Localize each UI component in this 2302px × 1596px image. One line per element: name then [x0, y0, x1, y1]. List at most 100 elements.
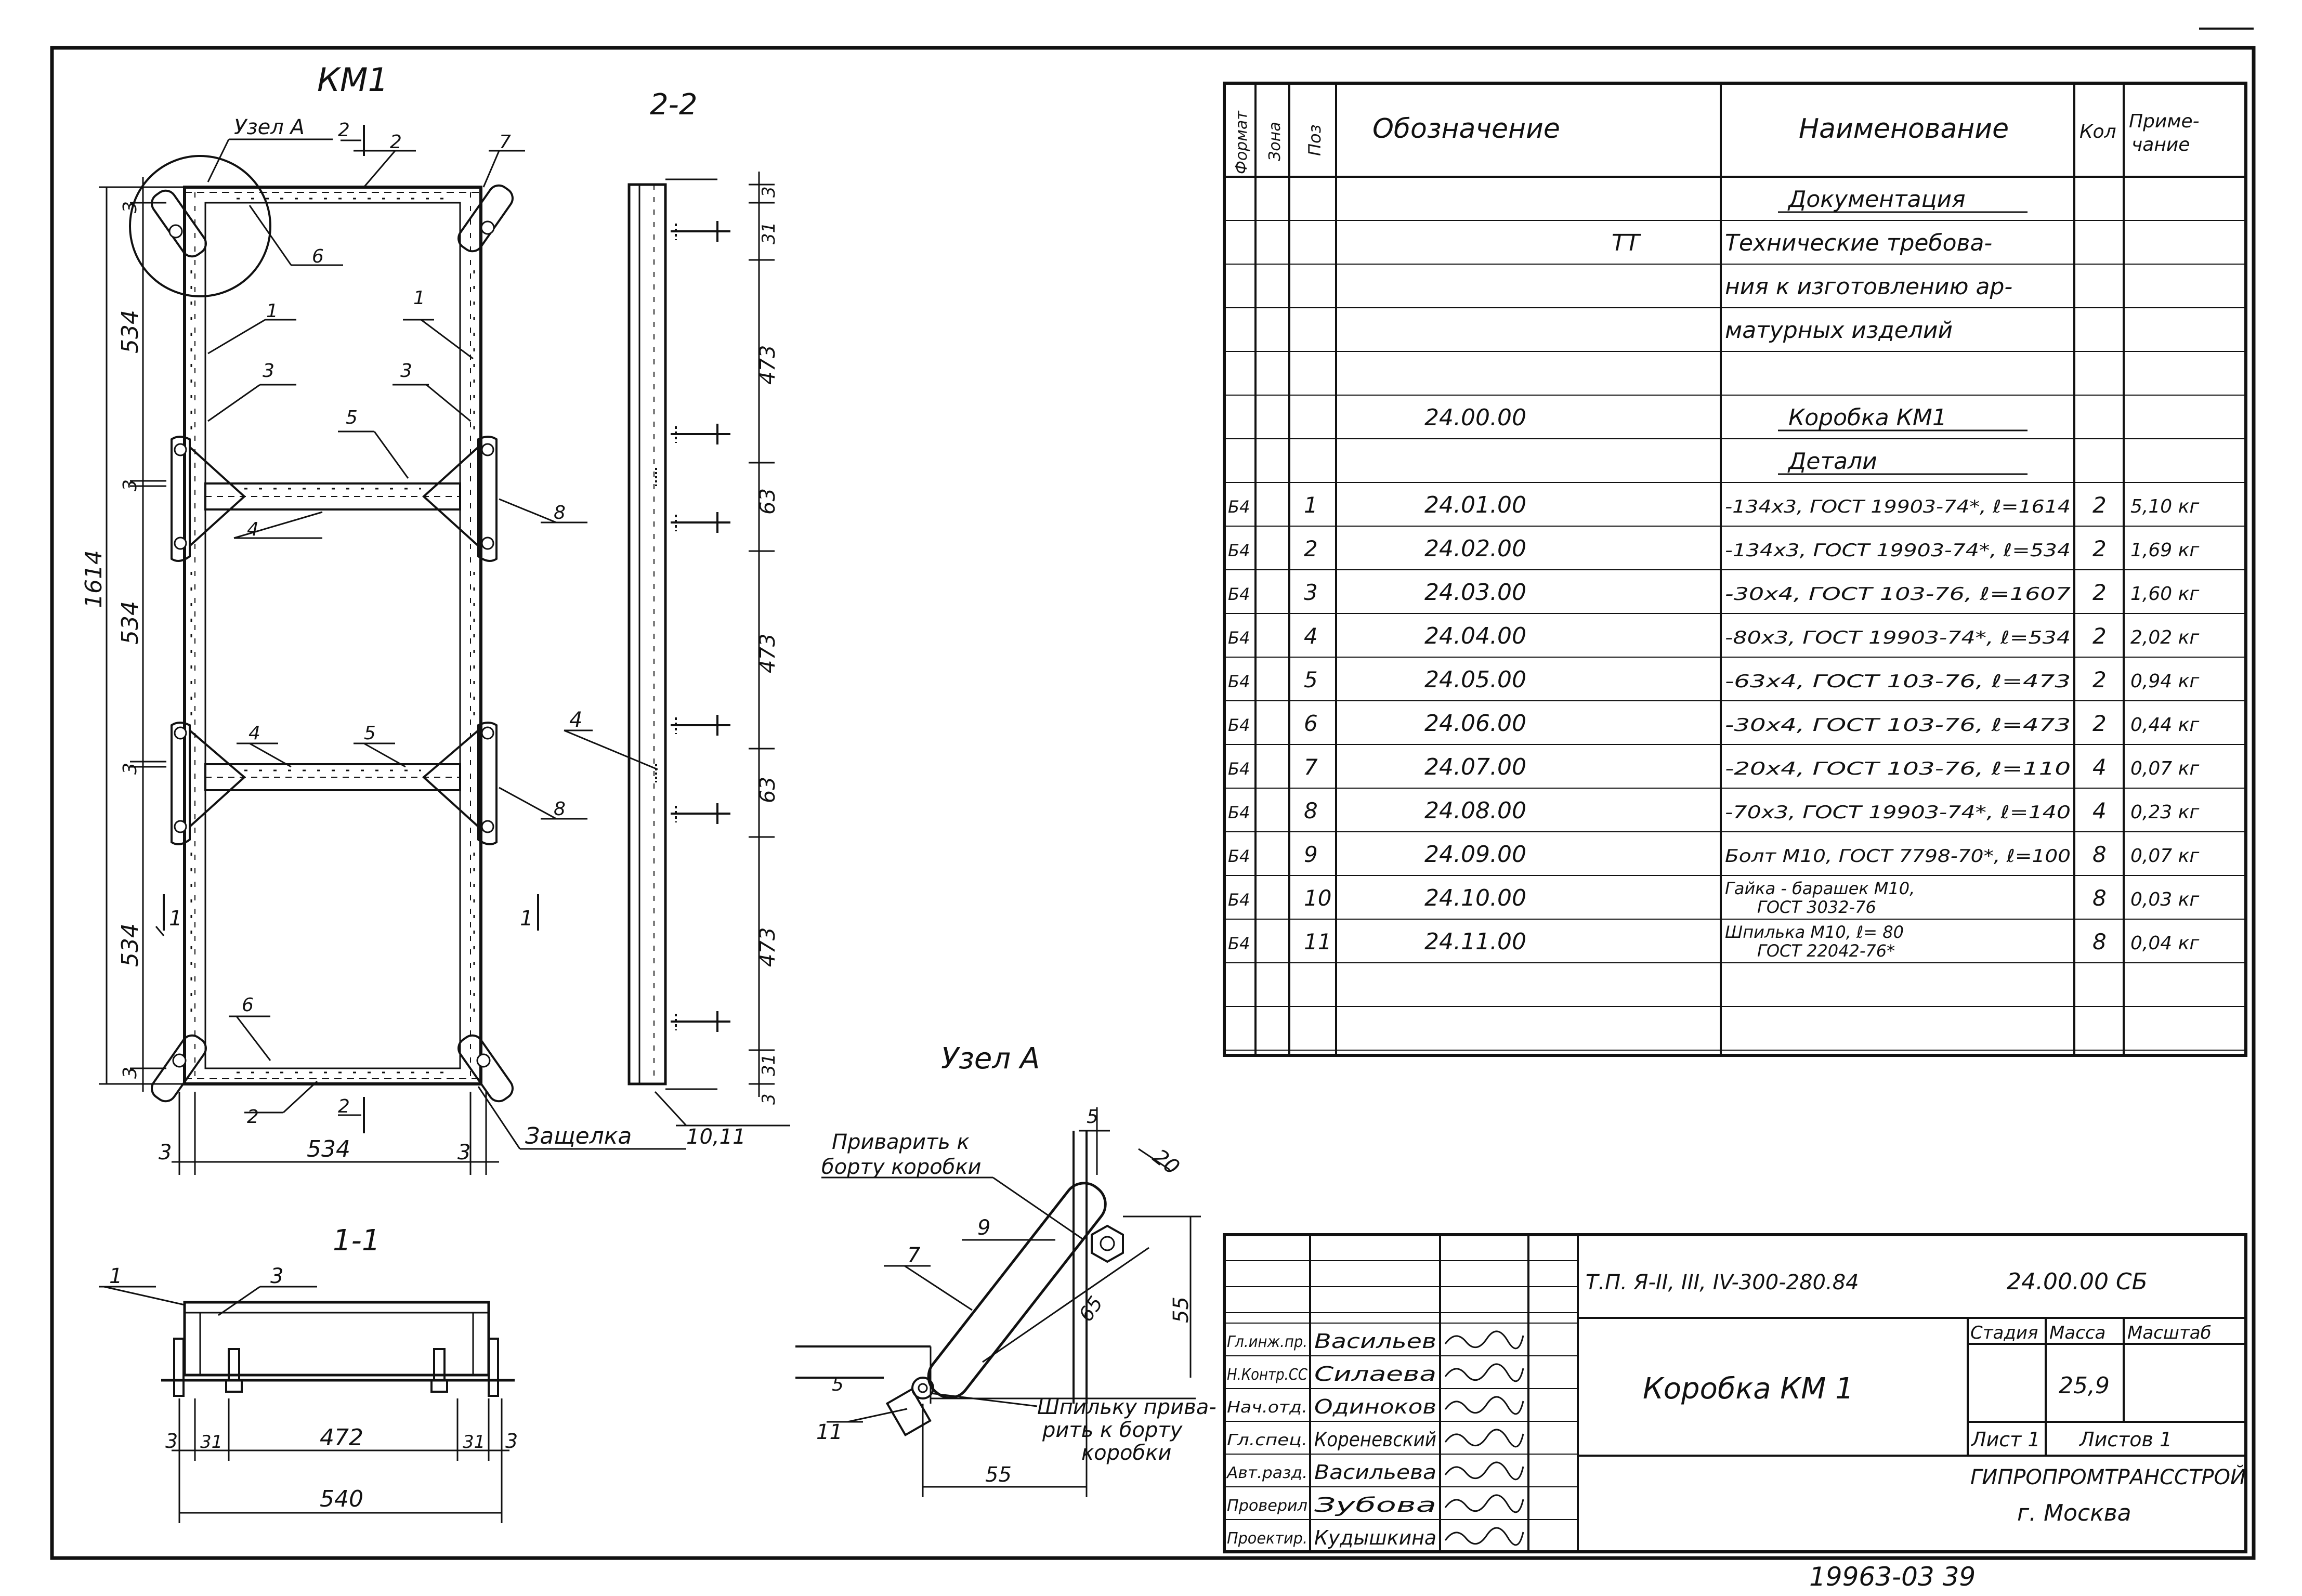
title-block-org-line-1: ГИПРОПРОМТРАНССТРОЙ	[1970, 1464, 2246, 1489]
part-row-qty: 8	[2092, 842, 2107, 867]
title-block-scale-header: Масштаб	[2127, 1323, 2212, 1343]
sec22-dim-31-bottom: 31	[758, 1054, 779, 1076]
part-row-name: -80х3, ГОСТ 19903-74*, ℓ=534	[1725, 627, 2071, 648]
part-row-pos: 7	[1304, 754, 1318, 780]
part-row-pos: 2	[1304, 536, 1318, 561]
label-pos-1-left: 1	[266, 300, 278, 322]
dim-3-bottom-left: 3	[159, 1141, 172, 1165]
section-mark-1-left: 1	[169, 907, 182, 931]
part-row-name: -63х4, ГОСТ 103-76, ℓ=473	[1725, 671, 2071, 692]
section-1-1-title: 1-1	[333, 1224, 380, 1258]
label-pos-4-upper: 4	[247, 519, 259, 540]
part-row-note: 1,69 кг	[2130, 540, 2200, 561]
part-row-note: 0,44 кг	[2130, 714, 2200, 736]
dim-534-width: 534	[307, 1136, 350, 1162]
sec11-label-pos-3: 3	[270, 1264, 283, 1288]
sec22-label-pos-4: 4	[569, 708, 582, 732]
sec22-dim-473-a: 473	[756, 345, 780, 385]
label-pos-8-lower: 8	[554, 799, 566, 820]
weld-note-2-line-3: коробки	[1081, 1441, 1171, 1465]
part-row-designation: 24.04.00	[1424, 623, 1526, 649]
signature-scribble	[1444, 1494, 1524, 1513]
doc-row-name: матурных изделий	[1725, 317, 1953, 344]
dim-3-top: 3	[120, 201, 141, 213]
part-row-format: Б4	[1228, 497, 1250, 517]
label-pos-1-right: 1	[413, 287, 425, 309]
spec-header-name: Наименование	[1799, 113, 2009, 145]
signer-role: Н.Контр.СС	[1227, 1366, 1307, 1384]
part-row-pos: 4	[1304, 623, 1318, 649]
sec22-dim-3-bottom: 3	[758, 1093, 779, 1105]
label-pos-6-bottom: 6	[242, 995, 254, 1016]
part-row-format: Б4	[1228, 846, 1250, 866]
sec22-dim-473-c: 473	[756, 927, 780, 967]
section-2-2-title: 2-2	[650, 88, 697, 122]
dim-3-mid-lower: 3	[120, 763, 141, 775]
part-row-qty: 2	[2092, 711, 2107, 736]
node-dim-65: 65	[1074, 1292, 1107, 1326]
part-row-format: Б4	[1228, 584, 1250, 604]
sec22-dim-31-top: 31	[758, 222, 779, 244]
signature-scribble	[1444, 1461, 1524, 1481]
label-pos-6-top: 6	[312, 246, 324, 267]
main-title: КМ1	[317, 61, 388, 99]
signature-scribble	[1444, 1527, 1524, 1546]
sec22-dim-473-b: 473	[756, 634, 780, 673]
title-block-org-line-2: г. Москва	[2017, 1500, 2131, 1526]
title-block-project: Т.П. Я-II, III, IV-300-280.84	[1586, 1271, 1859, 1294]
part-row-format: Б4	[1228, 541, 1250, 560]
signature-scribble	[1444, 1363, 1524, 1382]
signer-role: Проверил	[1227, 1497, 1307, 1515]
doc-row-designation: 24.00.00	[1424, 404, 1526, 431]
part-row-pos: 9	[1304, 842, 1318, 867]
node-a-title: Узел А	[941, 1042, 1040, 1076]
label-pos-7-top: 7	[499, 132, 511, 153]
sec22-label-pos-10-11: 10,11	[686, 1125, 746, 1149]
title-block-code: 24.00.00 СБ	[2007, 1268, 2148, 1295]
part-row-format: Б4	[1228, 890, 1250, 910]
title-block-product: Коробка КМ 1	[1643, 1372, 1854, 1406]
part-row-format: Б4	[1228, 759, 1250, 779]
node-a-detail: Узел А Приварить к борту коробки	[795, 1042, 1217, 1497]
part-row-designation: 24.10.00	[1424, 885, 1526, 911]
sec11-dim-31-right: 31	[463, 1432, 485, 1453]
part-row-note: 5,10 кг	[2130, 496, 2200, 517]
spec-header-format: Формат	[1233, 110, 1251, 174]
dim-534-bottom: 534	[117, 923, 143, 967]
part-row-qty: 2	[2092, 623, 2107, 649]
part-row-qty: 2	[2092, 492, 2107, 518]
part-row-designation: 24.07.00	[1424, 754, 1526, 780]
doc-row-name: Детали	[1787, 448, 1877, 475]
part-row-name-line-1: Шпилька М10, ℓ= 80	[1725, 922, 1904, 942]
signer-role: Гл.инж.пр.	[1227, 1333, 1307, 1351]
part-row-qty: 8	[2092, 885, 2107, 911]
dim-534-mid: 534	[117, 601, 143, 645]
part-row-note: 1,60 кг	[2130, 583, 2200, 605]
dim-3-bottom: 3	[120, 1067, 141, 1079]
title-block-sheets: Листов 1	[2078, 1428, 2172, 1451]
part-row-format: Б4	[1228, 934, 1250, 953]
latch-label: Защелка	[525, 1123, 632, 1149]
part-row-name: -134х3, ГОСТ 19903-74*, ℓ=534	[1725, 540, 2071, 561]
part-row-note: 0,03 кг	[2130, 889, 2200, 910]
signer-role: Авт.разд.	[1226, 1464, 1307, 1482]
sec11-dim-3-left: 3	[165, 1430, 178, 1453]
part-row-name: -70х3, ГОСТ 19903-74*, ℓ=140	[1725, 802, 2071, 823]
spec-header-pos: Поз	[1305, 124, 1325, 156]
part-row-designation: 24.02.00	[1424, 535, 1526, 562]
node-a-reference: Узел А	[234, 115, 305, 139]
part-row-name-line-2: ГОСТ 22042-76*	[1757, 941, 1895, 961]
doc-row-name: ния к изготовлению ар-	[1725, 273, 2012, 300]
node-dim-55-horizontal: 55	[985, 1463, 1012, 1487]
sec11-dim-3-right: 3	[505, 1430, 518, 1453]
part-row-designation: 24.08.00	[1424, 797, 1526, 824]
node-dim-55-vertical: 55	[1169, 1297, 1193, 1323]
part-row-qty: 2	[2092, 580, 2107, 605]
signer-name: Зубова	[1314, 1494, 1436, 1516]
part-row-format: Б4	[1228, 715, 1250, 735]
part-row-designation: 24.03.00	[1424, 579, 1526, 606]
doc-row-name: Документация	[1787, 186, 1966, 213]
part-row-note: 0,07 кг	[2130, 758, 2200, 779]
section-mark-2-top: 2	[338, 120, 350, 141]
part-row-note: 0,04 кг	[2130, 933, 2200, 954]
